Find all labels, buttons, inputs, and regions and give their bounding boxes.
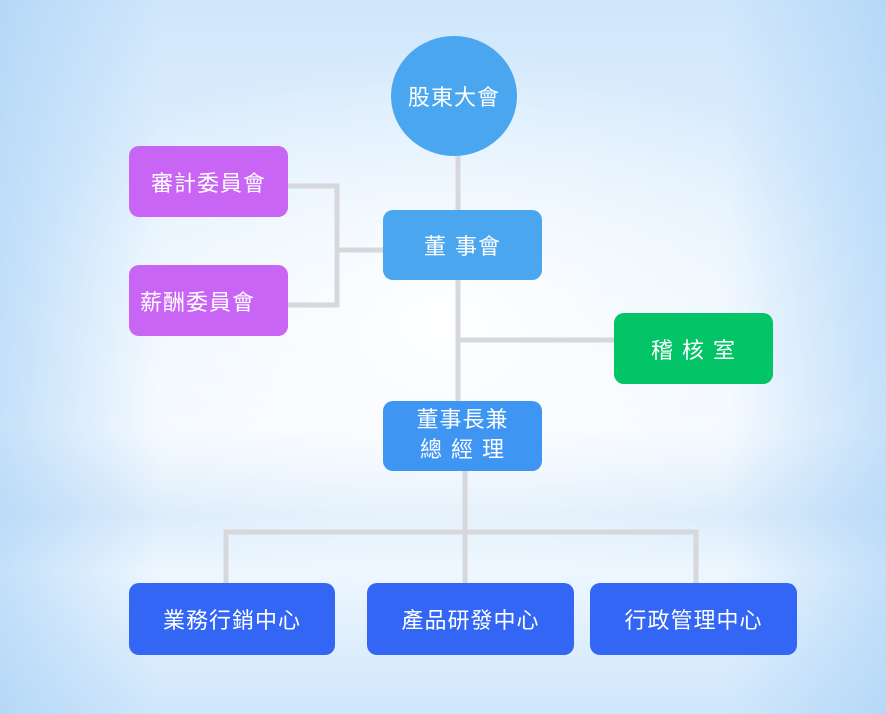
board-of-directors-node: 董 事會	[383, 210, 542, 280]
sales-marketing-center-label: 業務行銷中心	[162, 609, 301, 634]
product-rd-center-node: 產品研發中心	[367, 583, 574, 655]
chairman-ceo-label-line2: 總 經 理	[420, 438, 505, 463]
remuneration-committee-node: 薪酬委員會	[129, 265, 288, 336]
chairman-ceo-node: 董事長兼 總 經 理	[383, 401, 542, 471]
admin-management-center-node: 行政管理中心	[590, 583, 797, 655]
connector-committees	[283, 183, 340, 308]
remuneration-committee-label: 薪酬委員會	[140, 290, 256, 316]
audit-committee-node: 審計委員會	[129, 146, 288, 217]
chairman-ceo-label-line1: 董事長兼	[416, 408, 509, 433]
shareholders-meeting-node: 股東大會	[391, 36, 517, 156]
audit-committee-label: 審計委員會	[150, 171, 266, 197]
internal-audit-office-label: 稽 核 室	[651, 338, 736, 364]
sales-marketing-center-node: 業務行銷中心	[129, 583, 335, 655]
board-of-directors-label: 董 事會	[424, 235, 501, 260]
shareholders-meeting-label: 股東大會	[407, 86, 500, 111]
product-rd-center-label: 產品研發中心	[401, 609, 540, 634]
internal-audit-office-node: 稽 核 室	[614, 313, 773, 384]
admin-management-center-label: 行政管理中心	[624, 609, 763, 634]
